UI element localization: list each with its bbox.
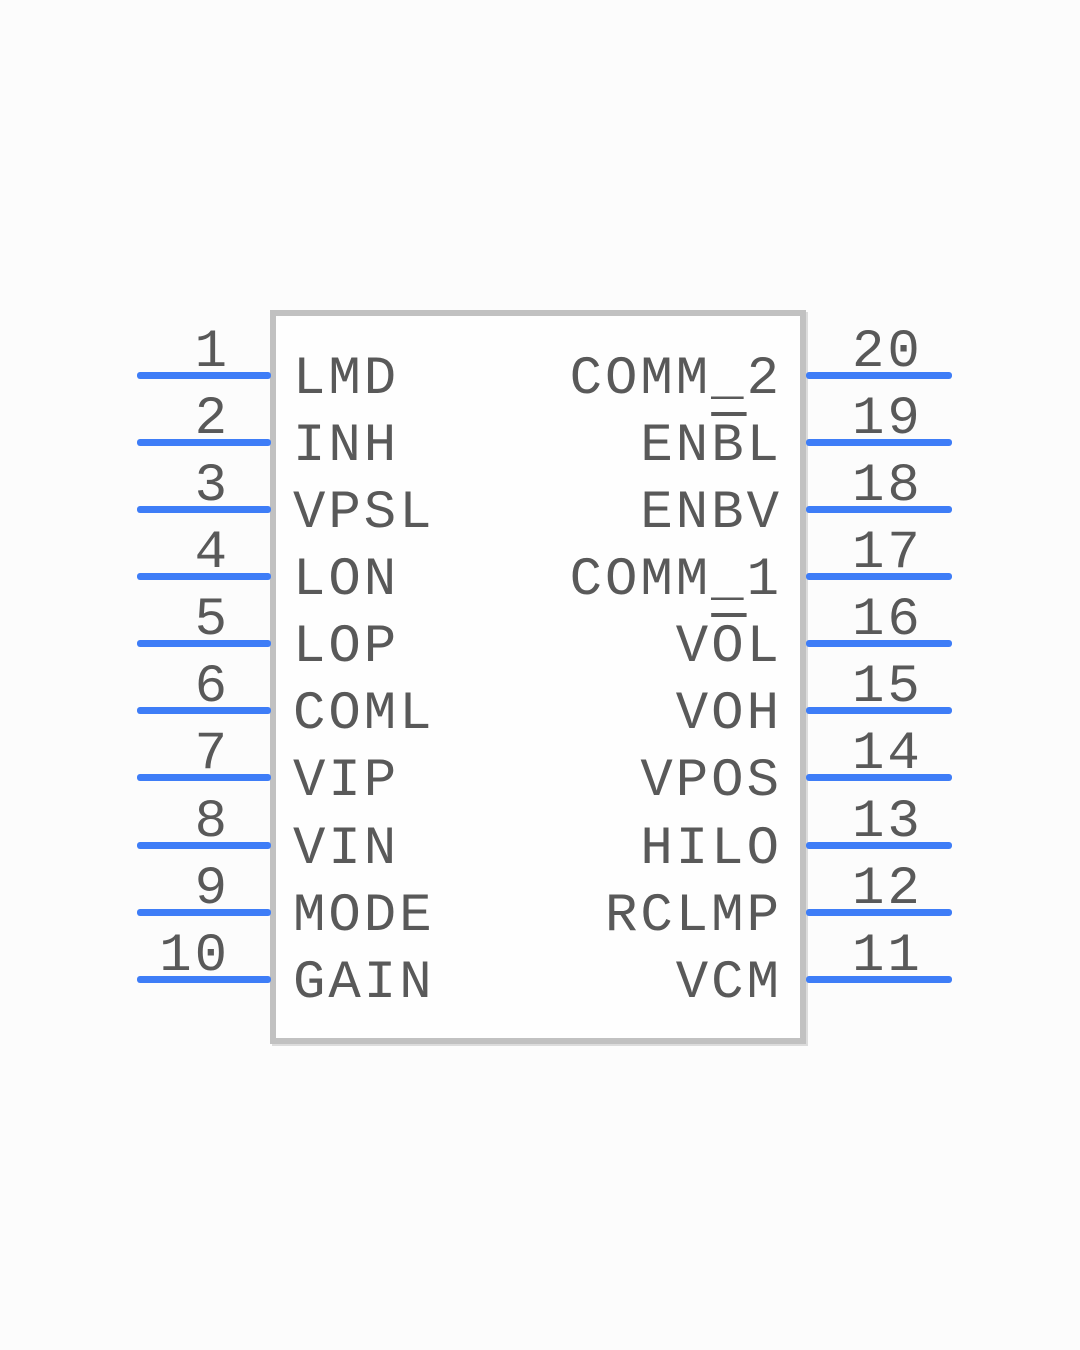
- pin-line: [806, 976, 952, 983]
- pin-line: [137, 707, 271, 714]
- pin-number: 7: [194, 724, 230, 785]
- pin-line: [137, 976, 271, 983]
- pin-line: [137, 640, 271, 647]
- pin-label-text: V: [675, 617, 712, 678]
- pin-label: GAIN: [293, 957, 435, 1011]
- pin-number: 5: [194, 590, 230, 651]
- pin-label-text: ENBV: [640, 483, 782, 544]
- pin-label: ENBV: [280, 487, 782, 541]
- pin-label-text: LON: [293, 550, 400, 611]
- pin-label-overline-text: B: [711, 416, 747, 477]
- pin-line: [806, 842, 952, 849]
- pin-number: 18: [852, 456, 923, 517]
- pin-line: [806, 774, 952, 781]
- pin-number: 8: [194, 792, 230, 853]
- pin-label: COMM_1: [280, 554, 782, 608]
- pin-label: INH: [293, 420, 399, 474]
- pin-label: LOP: [293, 621, 399, 675]
- pin-label-text: VIP: [293, 751, 400, 812]
- pin-label-text: LOP: [293, 617, 400, 678]
- pin-number: 17: [852, 523, 923, 584]
- pin-line: [806, 506, 952, 513]
- pin-label-text: EN: [640, 416, 712, 477]
- pin-number: 12: [852, 859, 923, 920]
- pin-number: 3: [194, 456, 230, 517]
- pin-number: 6: [194, 657, 230, 718]
- pin-label: MODE: [293, 890, 435, 944]
- pin-number: 1: [194, 322, 230, 383]
- pin-number: 13: [852, 792, 923, 853]
- pin-label: COML: [293, 688, 435, 742]
- pin-label-text: VPOS: [640, 751, 782, 812]
- pin-number: 20: [852, 322, 923, 383]
- pin-label-overline-text: O: [711, 617, 747, 678]
- pin-number: 16: [852, 590, 923, 651]
- pin-label: VOL: [280, 621, 782, 675]
- pin-label-text: VPSL: [293, 483, 435, 544]
- pin-number: 15: [852, 657, 923, 718]
- pin-label: LMD: [293, 353, 399, 407]
- pin-number: 19: [852, 389, 923, 450]
- pin-number: 10: [159, 926, 230, 987]
- pin-label: HILO: [280, 823, 782, 877]
- pin-label: VIN: [293, 823, 399, 877]
- pin-label: COMM_2: [280, 353, 782, 407]
- pin-line: [806, 372, 952, 379]
- pin-line: [137, 909, 271, 916]
- pin-line: [137, 774, 271, 781]
- pin-label: LON: [293, 554, 399, 608]
- pin-label: RCLMP: [280, 890, 782, 944]
- pin-label-text: VIN: [293, 819, 400, 880]
- pin-line: [137, 506, 271, 513]
- pin-label-text: RCLMP: [604, 886, 782, 947]
- pin-number: 14: [852, 724, 923, 785]
- pin-line: [137, 372, 271, 379]
- pin-label-text: GAIN: [293, 953, 435, 1014]
- pin-label-text: VOH: [675, 684, 782, 745]
- pin-label: VOH: [280, 688, 782, 742]
- pin-label-text: L: [746, 617, 782, 678]
- pin-line: [806, 640, 952, 647]
- pin-line: [137, 573, 271, 580]
- pin-label-text: L: [746, 416, 782, 477]
- pin-label-text: COMM_2: [569, 349, 782, 410]
- pin-number: 11: [852, 926, 923, 987]
- pin-label: VCM: [280, 957, 782, 1011]
- component-body-outline: [270, 310, 806, 1044]
- pin-line: [137, 842, 271, 849]
- pin-line: [806, 909, 952, 916]
- pin-label-text: VCM: [675, 953, 782, 1014]
- pin-line: [806, 707, 952, 714]
- pin-label: VIP: [293, 755, 399, 809]
- pin-label-text: LMD: [293, 349, 400, 410]
- pin-label: ENBL: [280, 420, 782, 474]
- pin-label-text: HILO: [640, 819, 782, 880]
- pin-number: 9: [194, 859, 230, 920]
- pin-number: 2: [194, 389, 230, 450]
- pin-label-text: INH: [293, 416, 400, 477]
- pin-label-text: MODE: [293, 886, 435, 947]
- pin-line: [806, 573, 952, 580]
- pin-label: VPOS: [280, 755, 782, 809]
- pin-label-text: COMM_1: [569, 550, 782, 611]
- pin-line: [137, 439, 271, 446]
- pin-number: 4: [194, 523, 230, 584]
- pin-label: VPSL: [293, 487, 435, 541]
- pin-line: [806, 439, 952, 446]
- pin-label-text: COML: [293, 684, 435, 745]
